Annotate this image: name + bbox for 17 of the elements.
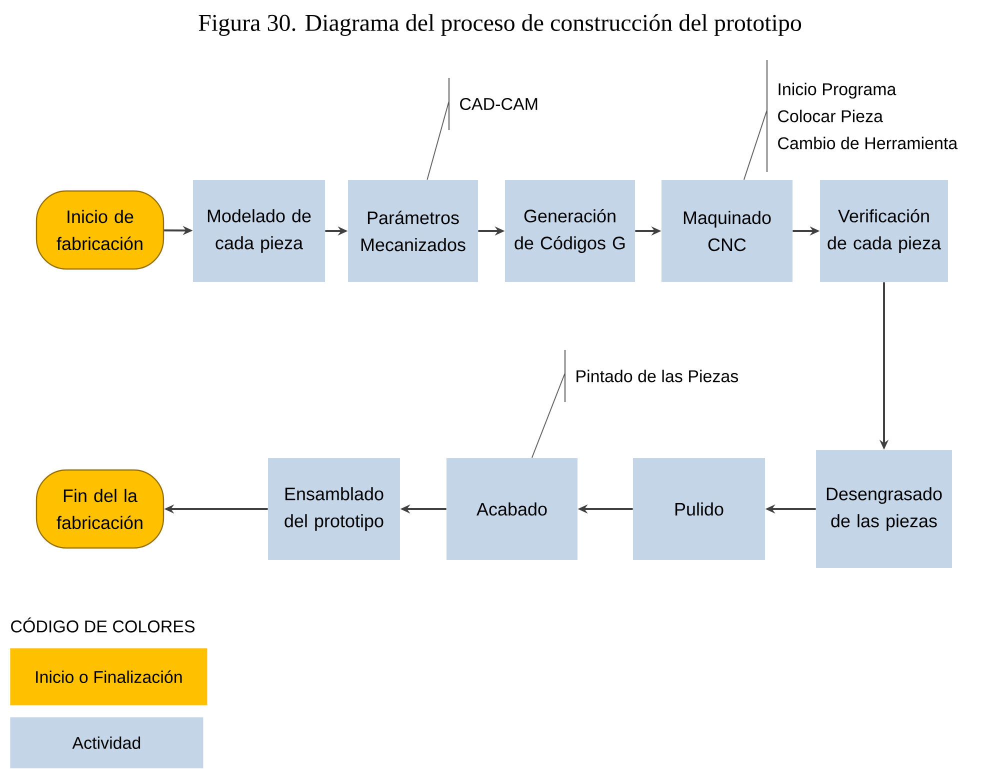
process-box: Ensamblado del prototipo	[268, 458, 400, 560]
text-annotation: CAD-CAM	[448, 78, 538, 130]
text-annotation: Pintado de las Piezas	[564, 350, 738, 402]
figure-title: Figura 30. Diagrama del proceso de construcción del prototipo	[198, 14, 802, 36]
process-box: Modelado de cada pieza	[193, 180, 325, 282]
legend-heading: CÓDIGO DE COLORES	[11, 618, 195, 632]
leader-line	[531, 372, 566, 458]
process-box: Desengrasado de las piezas	[816, 450, 952, 568]
leader-line	[426, 100, 450, 180]
process-box: Verificación de cada pieza	[820, 180, 948, 282]
process-box: Acabado	[446, 458, 578, 560]
process-box: Maquinado CNC	[662, 180, 792, 282]
process-box: Generación de Códigos G	[505, 180, 635, 282]
leader-line	[743, 110, 768, 180]
text-annotation: Inicio Programa Colocar Pieza Cambio de Herramienta	[766, 60, 958, 172]
process-box: Pulido	[633, 458, 765, 560]
process-box: Parámetros Mecanizados	[348, 180, 478, 282]
